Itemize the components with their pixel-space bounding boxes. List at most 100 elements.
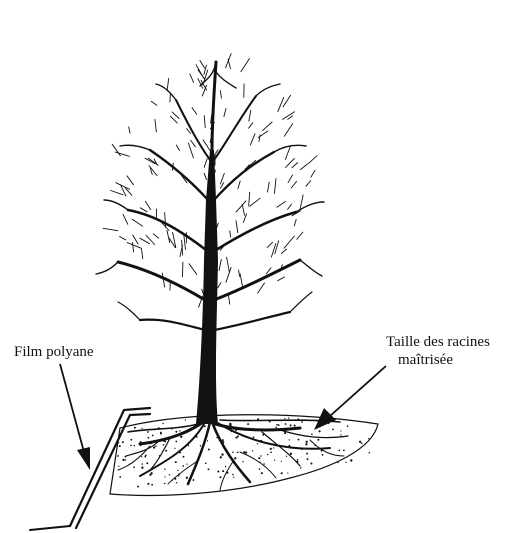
twig (164, 212, 167, 228)
tree-trunk (196, 150, 218, 424)
soil-dot (310, 462, 313, 465)
twig (210, 110, 213, 124)
twig (284, 145, 291, 160)
soil-dot (222, 470, 225, 473)
soil-dot (236, 451, 239, 454)
twig (120, 184, 127, 197)
twig (200, 79, 208, 91)
twig (169, 115, 178, 124)
arrow-film (59, 363, 90, 470)
twig (180, 174, 188, 184)
twig (169, 93, 171, 103)
soil-dot (340, 434, 342, 436)
twig (150, 100, 158, 106)
soil-dot (260, 472, 263, 475)
twig (223, 107, 227, 118)
soil-dot (165, 449, 168, 452)
twig (201, 288, 205, 296)
soil-dot (280, 472, 283, 475)
twig (270, 243, 277, 258)
soil-dot (219, 476, 222, 479)
soil-dot (118, 465, 120, 467)
soil-dot (317, 438, 320, 441)
twig (166, 77, 170, 92)
soil-dot (272, 447, 275, 449)
twig (277, 96, 285, 113)
twig (257, 282, 265, 294)
twig (249, 133, 256, 146)
soil-dot (320, 449, 323, 452)
twig (201, 84, 207, 97)
soil-dot (146, 462, 149, 465)
twig (267, 181, 270, 193)
soil-dot (122, 458, 125, 461)
soil-dot (207, 468, 210, 471)
soil-dot (144, 455, 147, 458)
twig (237, 180, 241, 190)
twig (217, 282, 222, 289)
label-root-pruning-line1: Taille des racines (386, 334, 490, 350)
twig (175, 144, 180, 152)
twig (153, 158, 158, 166)
soil-dot (368, 437, 370, 440)
twig (202, 139, 211, 152)
soil-dot (287, 417, 290, 419)
twig (279, 264, 283, 272)
twig (126, 242, 142, 249)
soil-dot (343, 449, 345, 452)
twig (300, 163, 308, 171)
twig (183, 233, 186, 250)
twig (241, 204, 245, 216)
twig (203, 158, 208, 168)
soil-dot (267, 453, 269, 456)
soil-dot (133, 466, 135, 469)
soil-dot (117, 455, 119, 457)
soil-dot (151, 434, 154, 437)
soil-dot (174, 461, 177, 464)
soil-dot (162, 422, 164, 425)
soil-dot (133, 426, 136, 429)
soil-dot (277, 424, 280, 426)
soil-dot (256, 443, 259, 445)
twig (181, 239, 184, 256)
twig (144, 200, 152, 211)
twig (171, 111, 180, 119)
soil-dot (300, 467, 302, 469)
soil-dot (358, 440, 362, 443)
twig (114, 151, 130, 157)
soil-dot (203, 425, 206, 428)
twig (197, 78, 204, 89)
soil-dot (311, 433, 313, 436)
twig (262, 121, 273, 132)
twig (122, 213, 129, 225)
soil-dot (185, 476, 189, 479)
twig (199, 59, 206, 69)
soil-dot (305, 440, 308, 443)
twig (307, 155, 318, 165)
soil-dot (260, 455, 262, 457)
twig (102, 227, 119, 232)
soil-dot (175, 482, 178, 484)
soil-dot (182, 455, 185, 458)
soil-dot (276, 423, 278, 426)
twig (239, 273, 244, 288)
soil-dot (237, 435, 239, 438)
soil-dot (321, 453, 324, 456)
twig (285, 158, 295, 168)
twig (219, 90, 222, 99)
twig (249, 197, 261, 207)
twig (220, 182, 225, 189)
soil-dot (140, 455, 143, 458)
twig (149, 168, 153, 176)
twig (203, 115, 206, 129)
soil-dot (232, 473, 234, 476)
soil-dot (206, 440, 209, 442)
soil-dot (155, 445, 157, 447)
twig (276, 200, 287, 208)
soil-dot (204, 462, 207, 465)
arrow-root-pruning (314, 365, 387, 430)
label-film-polyane: Film polyane (14, 344, 94, 360)
soil-dot (288, 439, 290, 441)
soil-dot (337, 461, 339, 464)
soil-dot (258, 457, 261, 460)
